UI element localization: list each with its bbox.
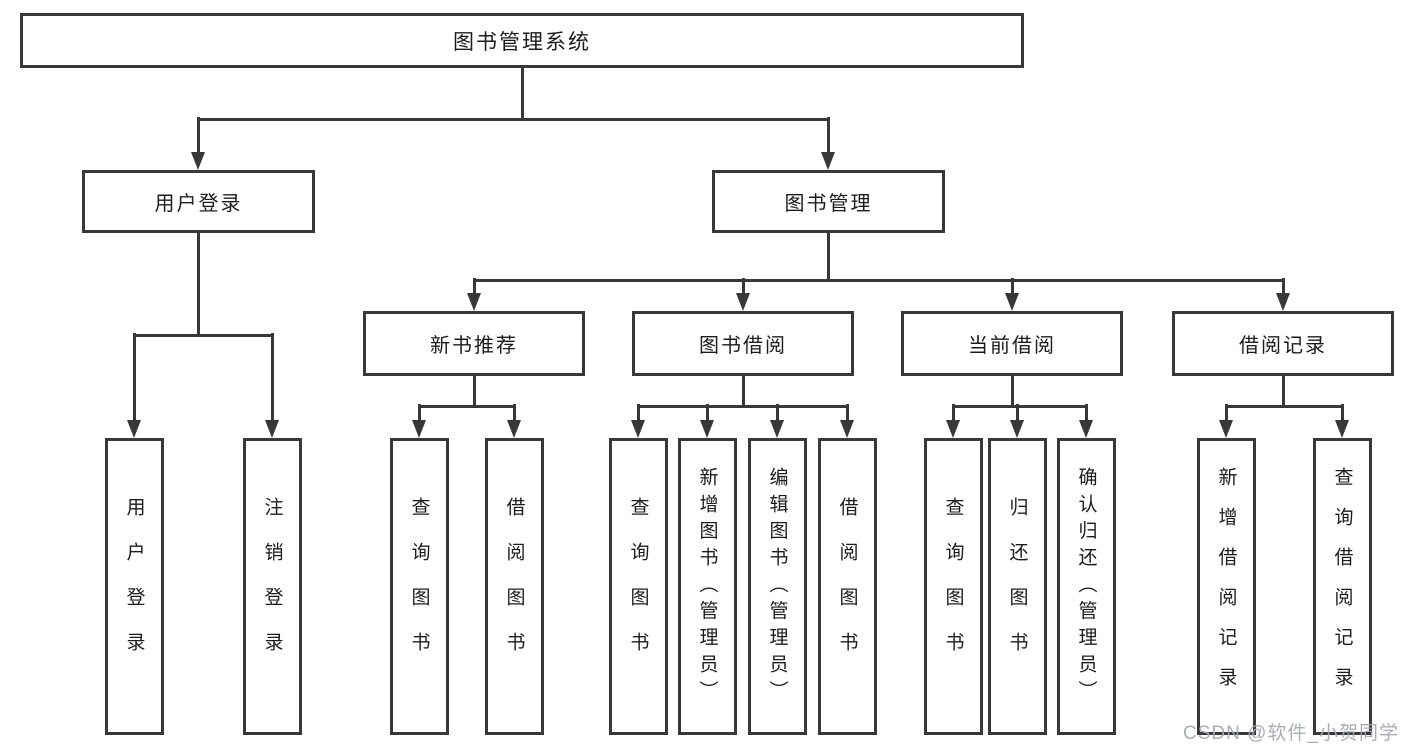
node-current-borrow-label: 当前借阅 <box>968 335 1056 357</box>
arrowhead-down-icon <box>1005 293 1019 311</box>
connector-vline <box>472 376 476 407</box>
connector-vline <box>417 404 421 422</box>
connector-hline <box>196 117 830 121</box>
arrowhead-down-icon <box>1010 420 1024 438</box>
node-borrow-records: 借阅记录 <box>1172 311 1394 376</box>
node-book-borrow-label: 图书借阅 <box>699 335 787 357</box>
leaf-borrow-books-borrow-label: 借阅图书 <box>836 496 858 677</box>
arrowhead-down-icon <box>412 420 426 438</box>
connector-hline <box>636 404 849 408</box>
connector-vline <box>826 233 830 281</box>
arrowhead-down-icon <box>700 420 714 438</box>
connector-vline <box>520 68 524 119</box>
connector-vline <box>196 233 200 336</box>
leaf-borrow-books-recommend-label: 借阅图书 <box>503 496 525 677</box>
connector-vline <box>741 376 745 407</box>
node-new-book-recommend-label: 新书推荐 <box>430 335 518 357</box>
leaf-add-borrow-record-label: 新增借阅记录 <box>1215 466 1237 707</box>
connector-vline <box>1084 404 1088 422</box>
connector-vline <box>472 278 476 295</box>
connector-vline <box>512 404 516 422</box>
arrowhead-down-icon <box>840 420 854 438</box>
leaf-return-book-label: 归还图书 <box>1006 496 1028 677</box>
leaf-query-books-borrow-label: 查询图书 <box>627 496 649 677</box>
arrowhead-down-icon <box>191 152 205 170</box>
connector-vline <box>826 117 830 154</box>
connector-hline <box>132 333 274 337</box>
node-root-system: 图书管理系统 <box>20 13 1024 68</box>
leaf-query-books-recommend-label: 查询图书 <box>408 496 430 677</box>
leaf-confirm-return-admin: 确认归还（管理员） <box>1056 438 1116 735</box>
connector-vline <box>1281 376 1285 407</box>
node-book-management-label: 图书管理 <box>784 193 873 215</box>
connector-vline <box>1224 404 1228 422</box>
leaf-borrow-books-borrow: 借阅图书 <box>817 438 877 735</box>
leaf-add-book-admin-label: 新增图书（管理员） <box>696 466 718 707</box>
arrowhead-down-icon <box>1079 420 1093 438</box>
arrowhead-down-icon <box>1276 293 1290 311</box>
leaf-logout: 注销登录 <box>242 438 302 735</box>
connector-hline <box>951 404 1088 408</box>
connector-hline <box>417 404 516 408</box>
connector-vline <box>196 117 200 154</box>
arrowhead-down-icon <box>631 420 645 438</box>
node-current-borrow: 当前借阅 <box>901 311 1123 376</box>
arrowhead-down-icon <box>736 293 750 311</box>
connector-vline <box>636 404 640 422</box>
connector-hline <box>1224 404 1344 408</box>
node-user-login: 用户登录 <box>82 170 315 233</box>
arrowhead-down-icon <box>1335 420 1349 438</box>
node-book-borrow: 图书借阅 <box>632 311 854 376</box>
node-borrow-records-label: 借阅记录 <box>1239 335 1327 357</box>
connector-vline <box>1010 278 1014 295</box>
leaf-user-login-label: 用户登录 <box>123 496 145 677</box>
arrowhead-down-icon <box>265 420 279 438</box>
leaf-edit-book-admin: 编辑图书（管理员） <box>747 438 807 735</box>
node-book-management: 图书管理 <box>712 170 945 233</box>
connector-vline <box>1340 404 1344 422</box>
arrowhead-down-icon <box>946 420 960 438</box>
arrowhead-down-icon <box>770 420 784 438</box>
connector-vline <box>1015 404 1019 422</box>
connector-vline <box>270 333 274 422</box>
leaf-add-borrow-record: 新增借阅记录 <box>1196 438 1256 735</box>
leaf-confirm-return-admin-label: 确认归还（管理员） <box>1075 466 1097 707</box>
connector-vline <box>705 404 709 422</box>
leaf-query-borrow-record-label: 查询借阅记录 <box>1331 466 1353 707</box>
connector-vline <box>951 404 955 422</box>
leaf-logout-label: 注销登录 <box>261 496 283 677</box>
connector-vline <box>741 278 745 295</box>
arrowhead-down-icon <box>467 293 481 311</box>
leaf-borrow-books-recommend: 借阅图书 <box>484 438 544 735</box>
node-new-book-recommend: 新书推荐 <box>363 311 585 376</box>
arrowhead-down-icon <box>507 420 521 438</box>
connector-hline <box>472 278 1285 282</box>
leaf-user-login: 用户登录 <box>104 438 164 735</box>
node-root-label: 图书管理系统 <box>453 30 591 54</box>
connector-vline <box>775 404 779 422</box>
arrowhead-down-icon <box>821 152 835 170</box>
leaf-query-borrow-record: 查询借阅记录 <box>1312 438 1372 735</box>
leaf-query-books-borrow: 查询图书 <box>608 438 668 735</box>
leaf-query-books-recommend: 查询图书 <box>389 438 449 735</box>
leaf-query-books-current-label: 查询图书 <box>942 496 964 677</box>
arrowhead-down-icon <box>1219 420 1233 438</box>
watermark: CSDN @软件_小贺同学 <box>1183 723 1399 744</box>
connector-vline <box>132 333 136 422</box>
leaf-return-book: 归还图书 <box>987 438 1047 735</box>
connector-vline <box>1281 278 1285 295</box>
connector-vline <box>1010 376 1014 407</box>
leaf-edit-book-admin-label: 编辑图书（管理员） <box>766 466 788 707</box>
leaf-query-books-current: 查询图书 <box>923 438 983 735</box>
leaf-add-book-admin: 新增图书（管理员） <box>677 438 737 735</box>
arrowhead-down-icon <box>127 420 141 438</box>
connector-vline <box>845 404 849 422</box>
node-user-login-label: 用户登录 <box>154 193 243 215</box>
